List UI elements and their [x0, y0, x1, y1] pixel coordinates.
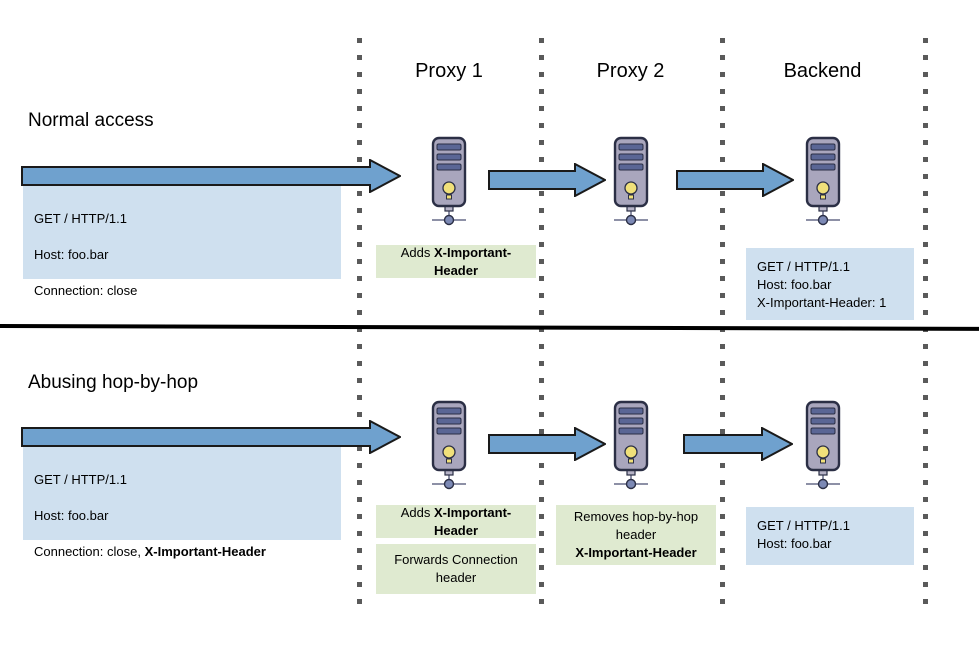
server-icon-backend-abuse [798, 400, 848, 492]
server-icon-proxy2-abuse [606, 400, 656, 492]
client-request-box-normal: GET / HTTP/1.1 Host: foo.bar Connection:… [23, 182, 341, 298]
lane-title-proxy-1: Proxy 1 [415, 60, 483, 82]
arrow-proxy1-to-proxy2-normal [488, 163, 606, 197]
note-text: Adds X-Important-Header [400, 244, 512, 278]
proxy2-note-abuse: Removes hop-by-hop header X-Important-He… [556, 505, 716, 565]
server-icon-proxy1-normal [424, 136, 474, 228]
backend-request-box-abuse: GET / HTTP/1.1 Host: foo.bar [746, 507, 914, 565]
backend-request-box-normal: GET / HTTP/1.1 Host: foo.bar X-Important… [746, 248, 914, 320]
lane-title-proxy-2: Proxy 2 [596, 60, 665, 82]
request-line: GET / HTTP/1.1 [34, 211, 127, 226]
request-line: Host: foo.bar [34, 508, 109, 523]
request-line: Host: foo.bar [34, 247, 109, 262]
section-divider [0, 324, 979, 331]
proxy1-note-normal: Adds X-Important-Header [376, 245, 536, 278]
request-line: Connection: close [34, 283, 138, 298]
request-line: Connection: close, X-Important-Header [34, 544, 266, 559]
lane-separator-2 [539, 38, 544, 610]
server-icon-proxy2-normal [606, 136, 656, 228]
section-title-normal: Normal access [28, 110, 154, 131]
proxy1-note-1-abuse: Adds X-Important-Header [376, 505, 536, 538]
arrow-proxy1-to-proxy2-abuse [488, 427, 606, 461]
server-icon-proxy1-abuse [424, 400, 474, 492]
arrow-client-to-proxy1-normal [21, 159, 401, 193]
lane-separator-4 [923, 38, 928, 610]
lane-separator-3 [720, 38, 725, 610]
client-request-box-abuse: GET / HTTP/1.1 Host: foo.bar Connection:… [23, 443, 341, 559]
section-title-abuse: Abusing hop-by-hop [28, 372, 199, 393]
proxy1-note-2-abuse: Forwards Connection header [376, 544, 536, 594]
arrow-proxy2-to-backend-normal [676, 163, 794, 197]
arrow-proxy2-to-backend-abuse [683, 427, 793, 461]
lane-title-backend: Backend [783, 60, 862, 82]
lane-separator-1 [357, 38, 362, 610]
request-line: GET / HTTP/1.1 [34, 472, 127, 487]
note-text: Removes hop-by-hop header X-Important-He… [573, 509, 699, 560]
note-text: Adds X-Important-Header [400, 504, 512, 538]
note-text: Forwards Connection header [394, 552, 518, 585]
server-icon-backend-normal [798, 136, 848, 228]
arrow-client-to-proxy1-abuse [21, 420, 401, 454]
